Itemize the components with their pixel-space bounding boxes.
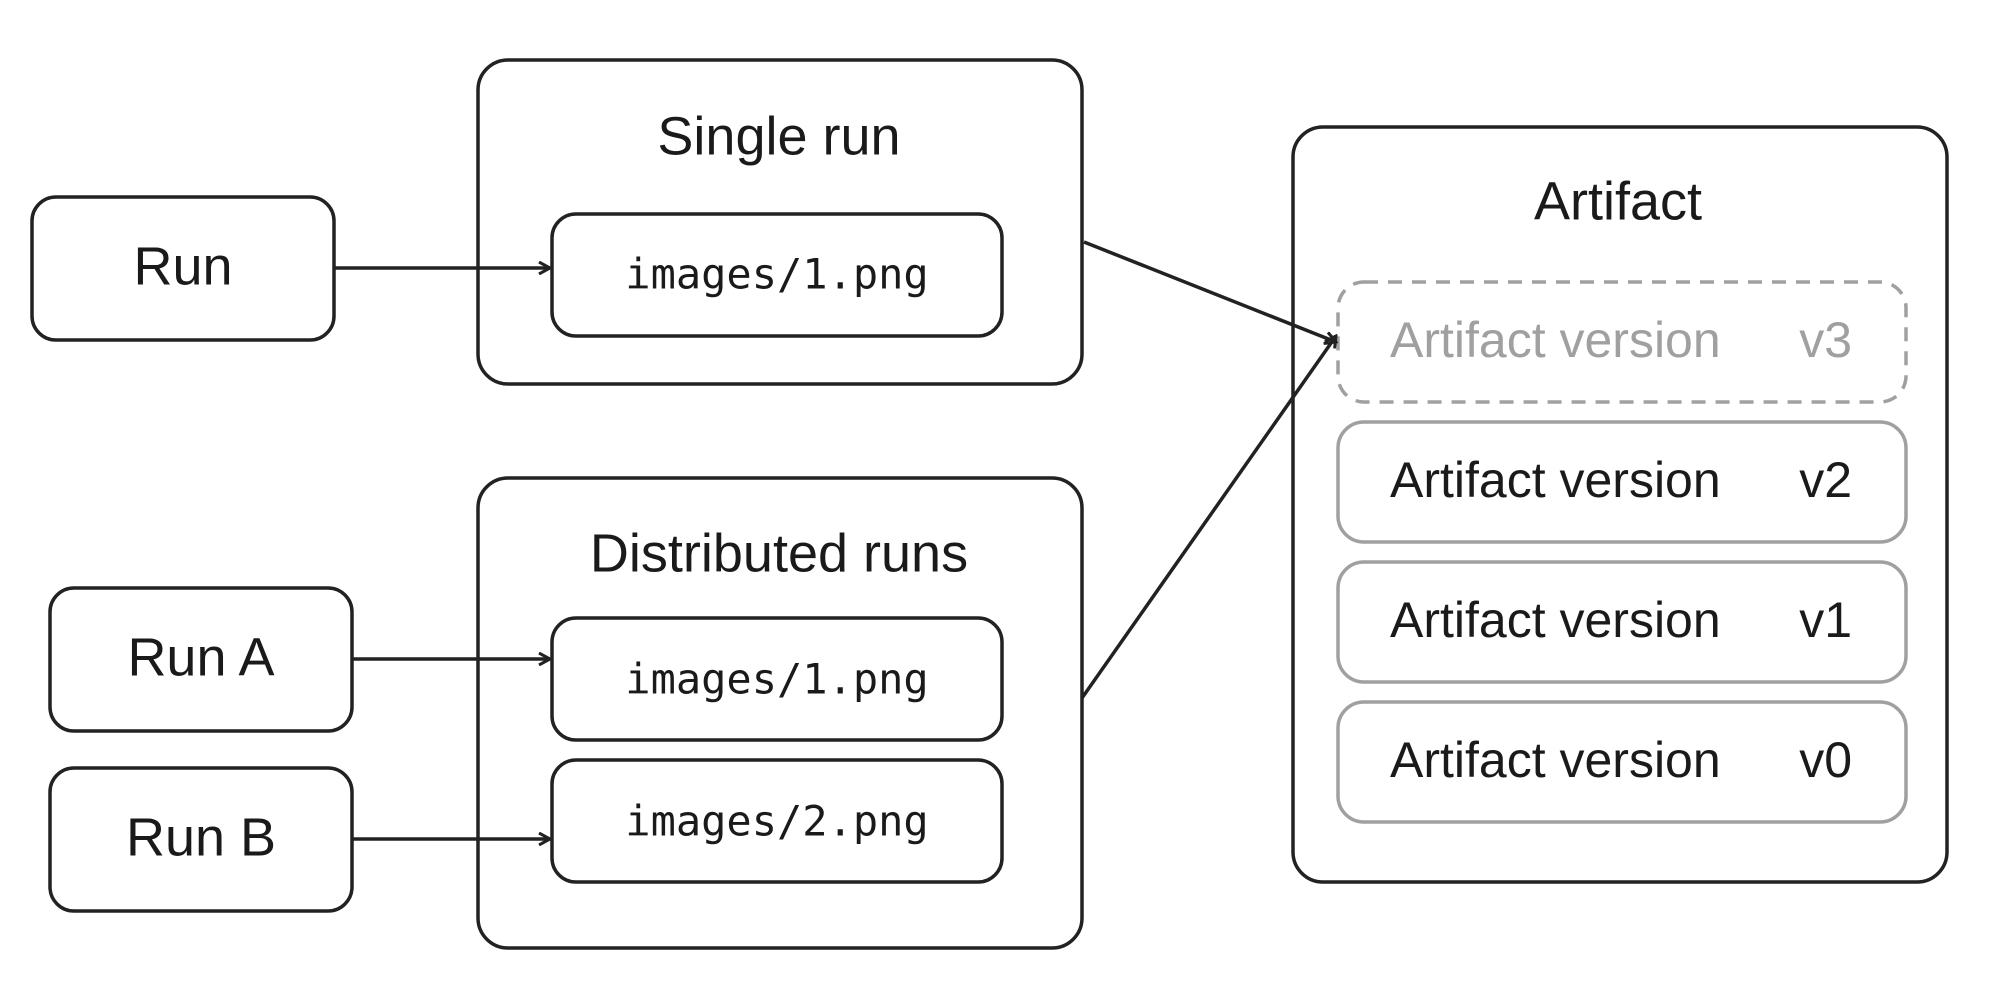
- single-run-group: Single run images/1.png: [476, 58, 1084, 386]
- artifact-version-v0-label: Artifact version: [1390, 732, 1721, 788]
- artifact-group: Artifact Artifact version v3 Artifact ve…: [1291, 125, 1949, 884]
- arrow-single-run-to-v3: [1083, 240, 1336, 342]
- artifact-version-v1-label: Artifact version: [1390, 592, 1721, 648]
- distributed-runs-title: Distributed runs: [590, 523, 968, 583]
- run-a-node: Run A: [48, 586, 354, 733]
- run-b-node: Run B: [48, 766, 354, 913]
- artifact-title: Artifact: [1534, 171, 1702, 231]
- run-a-label: Run A: [127, 627, 274, 687]
- distributed-file-1-label: images/1.png: [625, 655, 928, 704]
- run-label: Run: [133, 236, 232, 296]
- artifact-version-v1: Artifact version v1: [1336, 560, 1908, 684]
- artifact-version-v2-tag: v2: [1799, 452, 1852, 508]
- artifact-version-v3-tag: v3: [1799, 312, 1852, 368]
- arrow-distributed-to-v3: [1080, 336, 1336, 700]
- artifact-version-v3: Artifact version v3: [1336, 280, 1908, 404]
- distributed-runs-group: Distributed runs images/1.png images/2.p…: [476, 476, 1084, 950]
- distributed-file-1: images/1.png: [550, 616, 1004, 742]
- run-node: Run: [30, 195, 336, 342]
- artifact-version-v1-tag: v1: [1799, 592, 1852, 648]
- run-b-label: Run B: [126, 807, 276, 867]
- single-run-title: Single run: [657, 106, 900, 166]
- single-run-file: images/1.png: [550, 212, 1004, 338]
- artifact-version-v0-tag: v0: [1799, 732, 1852, 788]
- single-run-file-label: images/1.png: [625, 250, 928, 299]
- artifact-version-v3-label: Artifact version: [1390, 312, 1721, 368]
- artifact-version-v0: Artifact version v0: [1336, 700, 1908, 824]
- distributed-file-2-label: images/2.png: [625, 797, 928, 846]
- distributed-file-2: images/2.png: [550, 758, 1004, 884]
- artifact-version-v2-label: Artifact version: [1390, 452, 1721, 508]
- artifact-version-v2: Artifact version v2: [1336, 420, 1908, 544]
